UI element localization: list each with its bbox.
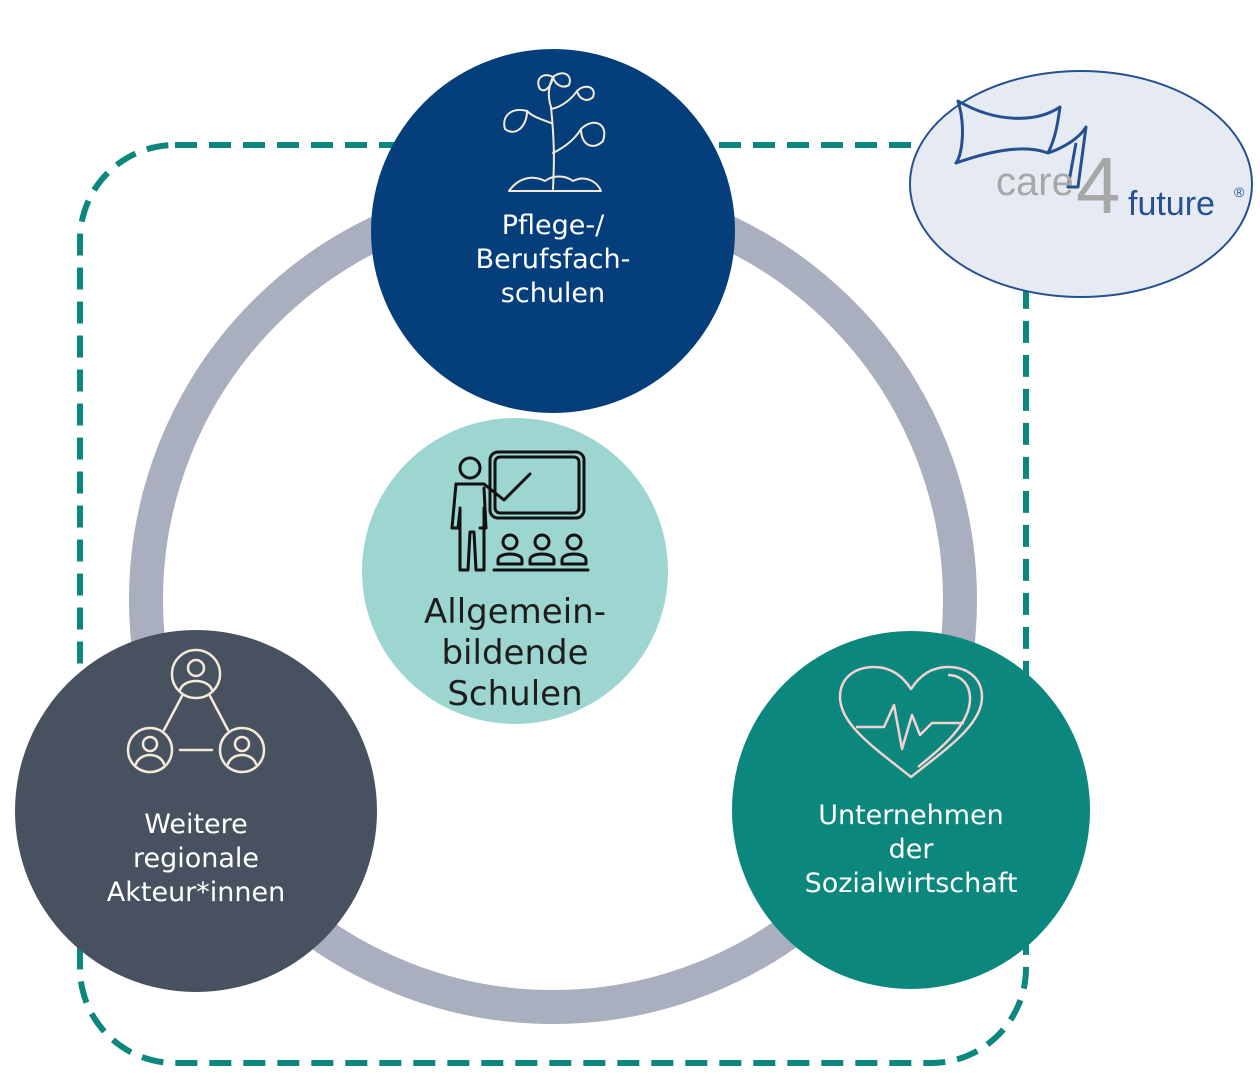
node-label: Allgemein- bildende Schulen — [424, 592, 606, 714]
node-label: Unternehmen der Sozialwirtschaft — [804, 800, 1018, 899]
bow-ribbon-icon — [954, 99, 1088, 189]
logo-text-care: care — [996, 160, 1074, 204]
node-weitere-regionale-akteurinnen: Weitere regionale Akteur*innen — [15, 630, 377, 992]
logo-ellipse — [909, 70, 1253, 298]
node-label: Weitere regionale Akteur*innen — [106, 809, 286, 908]
teacher-classroom-icon — [440, 448, 590, 582]
network-people-icon — [126, 646, 266, 780]
node-unternehmen-der-sozialwirtschaft: Unternehmen der Sozialwirtschaft — [732, 631, 1090, 989]
logo-text-future: future — [1128, 185, 1215, 223]
node-allgemeinbildende-schulen: Allgemein- bildende Schulen — [362, 418, 668, 724]
heart-pulse-icon — [836, 663, 986, 787]
node-pflege-berufsfachschulen: Pflege-/ Berufsfach- schulen — [371, 49, 735, 413]
logo-text-4: 4 — [1076, 141, 1121, 230]
logo-registered-mark: ® — [1234, 184, 1245, 200]
care4future-logo: care 4 future ® — [906, 67, 1256, 301]
plant-sprout-icon — [493, 67, 613, 201]
node-label: Pflege-/ Berufsfach- schulen — [475, 210, 631, 309]
